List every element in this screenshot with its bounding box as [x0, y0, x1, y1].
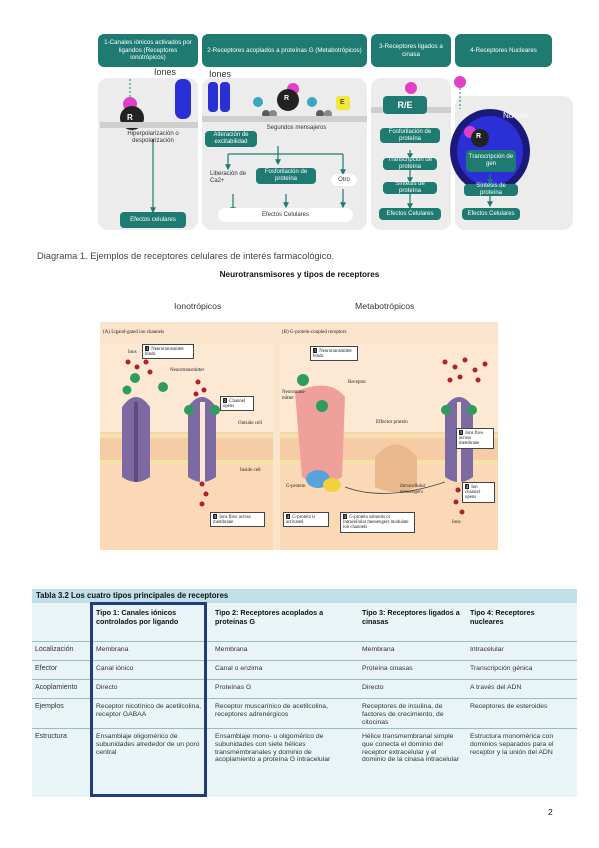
header-type-3: 3-Receptores ligados a cinasa — [371, 34, 451, 67]
table-cell: Membrana — [215, 646, 248, 653]
gpcr-receptor — [295, 385, 345, 485]
receptor-2 — [277, 89, 299, 111]
diagram-caption: Diagrama 1. Ejemplos de receptores celul… — [37, 251, 335, 261]
row-label-structure: Estructura — [35, 733, 67, 740]
ions-label-2: Iones — [209, 69, 232, 79]
phosphorylation-box-2: Fosforilación de proteína — [256, 168, 316, 184]
col4-synthesis: Síntesis de proteína — [464, 183, 518, 196]
panel-a-title: (A) Ligand-gated ion channels — [103, 330, 165, 335]
e-label: E — [340, 99, 345, 106]
table-cell: A través del ADN — [470, 684, 522, 691]
section-title: Neurotransmisores y tipos de receptores — [219, 270, 380, 279]
col1-effect: Hiperpolarización o despolarización — [127, 131, 179, 144]
effector-protein — [375, 444, 417, 492]
ligand-4 — [454, 76, 466, 88]
ions-label-b: Ions — [452, 520, 461, 525]
ions-label-1: Iones — [154, 67, 177, 77]
table-cell: Membrana — [96, 646, 129, 653]
row-label-location: Localización — [35, 646, 74, 653]
row-label-effector: Efector — [35, 665, 58, 672]
table-cell: Receptores de esteroides — [470, 703, 548, 710]
nucleus-label: Núcleo — [503, 111, 528, 120]
second-messengers: Segundos mensajeros — [266, 125, 327, 131]
table-cell: Proteínas G — [215, 684, 252, 691]
table-cell: Proteína cinasas — [362, 665, 413, 672]
effector-label: Effector protein — [376, 420, 408, 425]
col3-bottom: Efectos Celulares — [379, 208, 441, 220]
receptor-label: Receptor — [348, 380, 367, 385]
table-header-4: Tipo 4: Receptores nucleares — [470, 608, 535, 626]
table-cell: Receptor nicotínico de acetilcolina, rec… — [96, 703, 202, 718]
other-box: Otro — [331, 174, 357, 186]
header-type-1: 1-Canales iónicos activados por ligandos… — [98, 34, 198, 67]
table-cell: Receptor muscarínico de acetilcolina, re… — [215, 703, 328, 718]
outside-cell-label: Outside cell — [238, 421, 263, 426]
table-cell: Canal iónico — [96, 665, 134, 672]
row-label-examples: Ejemplos — [35, 703, 64, 710]
ions-label-a: Ions — [128, 350, 137, 355]
ligand-3 — [405, 82, 417, 94]
ion-channel-1 — [175, 79, 191, 119]
diagram-graphics — [100, 76, 530, 214]
gprotein-label: G-protein — [286, 484, 306, 489]
table-cell: Membrana — [362, 646, 395, 653]
table-cell: Transcripción génica — [470, 665, 533, 672]
table-cell: Ensamblaje mono- u oligomérico de subuni… — [215, 733, 331, 764]
col1-bottom: Efectos celulares — [120, 212, 186, 228]
r-label-4: R — [476, 133, 482, 140]
page-number: 2 — [548, 807, 553, 817]
r-label-1: R — [127, 113, 133, 122]
nt-label-b: Neurotrans-mitter — [282, 390, 306, 401]
table-cell: Directo — [362, 684, 384, 691]
inside-cell-label: Inside cell — [240, 468, 261, 473]
col3-transcription: Transcripción de proteína — [383, 157, 437, 170]
table-cell: Directo — [96, 684, 118, 691]
receptor-table: Tabla 3.2 Los cuatro tipos principales d… — [32, 589, 577, 797]
receptor-diagram: 1-Canales iónicos activados por ligandos… — [98, 34, 573, 230]
table-header-2: Tipo 2: Receptores acoplados a proteínas… — [215, 608, 324, 626]
neurotransmitter-label: Neurotransmitter — [170, 368, 205, 373]
intracellular-label: Intracellular messengers — [400, 484, 426, 495]
table-cell: Canal o enzima — [215, 665, 263, 672]
table-cell: Estructura monomérica con dominios separ… — [470, 733, 554, 756]
col4-transcription: Transcripción de gen — [466, 150, 516, 172]
col3-synthesis: Síntesis de proteína — [383, 181, 437, 194]
neurotransmitter-figure: (A) Ligand-gated ion channels (B) G-prot… — [100, 322, 498, 550]
table-header-3: Tipo 3: Receptores ligados a cinasas — [362, 608, 460, 626]
table-cell: Ensamblaje oligomérico de subunidades al… — [96, 733, 200, 756]
calcium-release: Liberación de Ca2+ — [210, 171, 247, 184]
r-label-2: R — [284, 95, 290, 102]
effector-e — [336, 96, 350, 110]
table-cell: Intracelular — [470, 646, 504, 653]
header-type-2: 2-Receptores acoplados a proteínas G (Me… — [202, 34, 367, 67]
metabotropic-label: Metabotrópicos — [355, 301, 415, 311]
table-title: Tabla 3.2 Los cuatro tipos principales d… — [32, 589, 577, 603]
col2-bottom: Efectos Celulares — [218, 208, 353, 222]
table-header-1: Tipo 1: Canales iónicos controlados por … — [96, 608, 179, 626]
col3-phosphorylation: Fosforilación de proteína — [380, 128, 440, 143]
ion-channel-2 — [208, 82, 218, 112]
excitability-box: Alteración de excitabilidad — [205, 131, 257, 147]
panel-b-title: (B) G-protein-coupled receptors — [282, 330, 347, 335]
re-receptor: R/E — [383, 96, 427, 114]
col4-bottom: Efectos Celulares — [462, 208, 520, 220]
table-cell: Receptores de insulina, de factores de c… — [362, 703, 444, 726]
header-type-4: 4-Receptores Nucleares — [455, 34, 552, 67]
type1-highlight-box — [90, 602, 207, 797]
ionotropic-label: Ionotrópicos — [174, 301, 222, 311]
row-label-coupling: Acoplamiento — [35, 684, 78, 691]
table-cell: Hélice transmembranal simple que conecta… — [362, 733, 460, 764]
